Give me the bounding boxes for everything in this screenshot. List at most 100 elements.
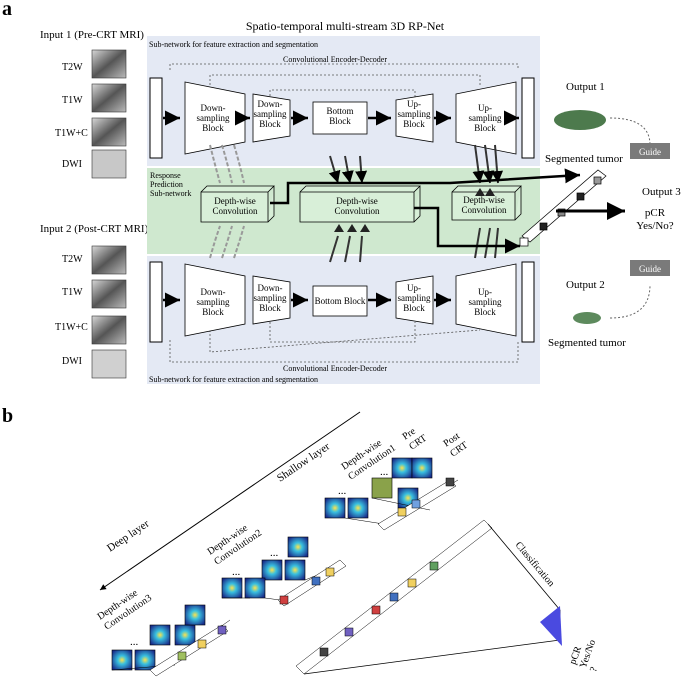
segmented-tumor-top: Segmented tumor: [545, 153, 623, 165]
output2-label: Output 2: [566, 279, 605, 291]
stream-arrows: [163, 110, 519, 308]
feature-maps-dw2: [221, 536, 309, 599]
modality-t2w: T2W: [62, 62, 83, 73]
ellipses-b: ... ... ... ... ...: [130, 466, 389, 648]
modality-labels-top: T2W T1W T1W+C DWI: [55, 62, 88, 170]
svg-text:Depth-wiseConvolution: Depth-wiseConvolution: [212, 196, 258, 216]
modality-t2w-2: T2W: [62, 254, 83, 265]
modality-t1wc-2: T1W+C: [55, 322, 88, 333]
tumor-output1: [554, 110, 606, 130]
diagram-title: Spatio-temporal multi-stream 3D RP-Net: [246, 19, 445, 33]
modality-t1w: T1W: [62, 95, 83, 106]
top-stream: [184, 81, 517, 155]
svg-text:...: ...: [130, 636, 139, 648]
encdec-label-top: Convolutional Encoder-Decoder: [283, 55, 387, 64]
panel-b-letter: b: [2, 405, 13, 427]
modality-dwi: DWI: [62, 159, 82, 170]
modality-labels-bottom: T2W T1W T1W+C DWI: [55, 254, 88, 367]
concatenated-vector: [295, 519, 493, 675]
feature-maps-dw1: [324, 457, 433, 519]
guide-bottom: [630, 260, 670, 276]
bottom-block-top: [312, 101, 368, 135]
up-block-large-top: [455, 81, 517, 155]
svg-text:Depth-wiseConvolution1: Depth-wiseConvolution1: [340, 433, 398, 483]
subnet-label-top: Sub-network for feature extraction and s…: [149, 40, 318, 49]
layer-depth-axis: [99, 411, 361, 591]
feature-maps-dw3: [111, 604, 206, 671]
response-connections: [270, 168, 581, 254]
up-block-small-bottom: [395, 275, 434, 325]
feature-flow-arrows-black: [328, 144, 504, 263]
skip-connections-top: [169, 63, 519, 100]
modality-dwi-2: DWI: [62, 356, 82, 367]
input-bar-top: [149, 77, 163, 159]
output3-label: Output 3: [642, 186, 681, 198]
down-block-4: [252, 275, 291, 325]
down-block-2: [252, 93, 291, 143]
svg-text:PreCRT: PreCRT: [401, 423, 429, 453]
guide-bottom-label: Guide: [639, 264, 661, 274]
svg-text:Bottom Block: Bottom Block: [315, 296, 366, 306]
svg-text:...: ...: [338, 485, 347, 497]
guide-connectors: [609, 117, 651, 319]
guide-top-label: Guide: [639, 147, 661, 157]
deep-layer-label: Deep layer: [105, 518, 152, 555]
tumor-output2: [573, 312, 601, 324]
down-block-3: [184, 263, 246, 337]
shallow-layer-label: Shallow layer: [275, 440, 332, 484]
pcr-label-b: pCRYes/No?: [567, 634, 608, 673]
output1-label: Output 1: [566, 81, 605, 93]
feature-vector-dw3: [149, 624, 229, 677]
bottom-stream: [184, 263, 517, 337]
encdec-label-bottom: Convolutional Encoder-Decoder: [283, 364, 387, 373]
up-block-large-bottom: [455, 263, 517, 337]
up-block-small-top: [395, 93, 434, 143]
classification-label: Classification: [513, 540, 557, 589]
upward-triangles: [334, 188, 495, 232]
modality-t1wc: T1W+C: [55, 128, 88, 139]
input1-label: Input 1 (Pre-CRT MRI): [40, 29, 144, 41]
feature-vector-dw2: [277, 559, 347, 607]
subnet-label-bottom: Sub-network for feature extraction and s…: [149, 375, 318, 384]
bottom-block-bottom: [312, 285, 368, 317]
feature-flow-arrows-grey: [209, 144, 245, 259]
svg-text:Depth-wiseConvolution3: Depth-wiseConvolution3: [96, 583, 154, 633]
svg-text:...: ...: [380, 466, 389, 478]
output-bar-top: [521, 77, 535, 159]
svg-text:Depth-wiseConvolution: Depth-wiseConvolution: [334, 196, 380, 216]
segmented-tumor-bottom: Segmented tumor: [548, 337, 626, 349]
panel-a-letter: a: [2, 0, 12, 20]
feature-vector-dw1: [377, 477, 457, 531]
svg-text:Depth-wiseConvolution2: Depth-wiseConvolution2: [206, 518, 264, 568]
down-block-1: [184, 81, 246, 155]
svg-text:...: ...: [270, 547, 279, 559]
svg-text:...: ...: [232, 566, 241, 578]
modality-t1w-2: T1W: [62, 287, 83, 298]
svg-text:PostCRT: PostCRT: [442, 430, 470, 460]
input2-label: Input 2 (Post-CRT MRI): [40, 223, 149, 235]
output-bar-bottom: [521, 261, 535, 343]
dw-conv-boxes: [200, 185, 522, 223]
skip-connections-bottom: [169, 322, 519, 363]
svg-text:Depth-wiseConvolution: Depth-wiseConvolution: [461, 195, 507, 215]
mri-volumes: [91, 49, 127, 379]
classification-triangle: [540, 606, 562, 646]
guide-boxes: Guide Guide: [630, 143, 670, 276]
guide-top: [630, 143, 670, 159]
input-bar-bottom: [149, 261, 163, 343]
